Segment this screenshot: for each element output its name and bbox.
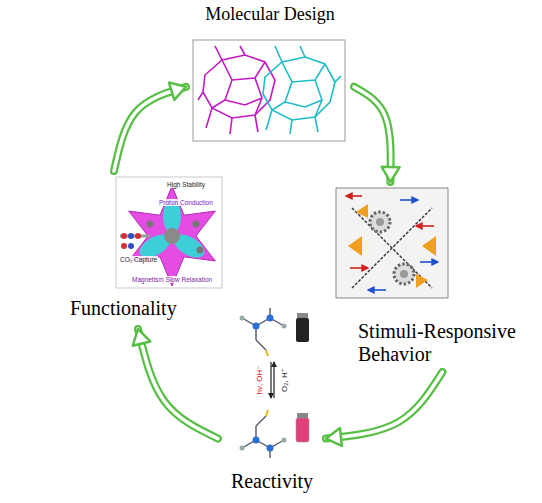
co2-atom: [121, 243, 127, 249]
star-panel: [116, 177, 222, 288]
property-label: CO₂ Capture: [119, 256, 158, 263]
motion-arrow: [368, 289, 386, 291]
disulfide-chain: [266, 350, 268, 356]
arrow-head: [169, 83, 186, 100]
chain-line: [352, 208, 432, 288]
motion-arrow: [420, 261, 438, 263]
co2-atom: [121, 233, 127, 239]
arrow-head: [326, 428, 342, 446]
reaction-arrow: [270, 362, 271, 398]
co2-atom: [128, 233, 134, 239]
property-label: Magnetism Slow Relaxation: [131, 276, 213, 283]
co2-atom: [128, 243, 134, 249]
stage-heading: Functionality: [70, 297, 220, 320]
metal-atom: [267, 445, 274, 452]
cyan-cage-part: [263, 57, 335, 120]
cycle-arrow: [326, 372, 442, 446]
arrow-outline: [138, 329, 218, 439]
cage-panel-part: [193, 40, 345, 141]
metal-atom: [240, 446, 245, 451]
metal-atom: [282, 438, 287, 443]
arrow-body: [138, 329, 218, 439]
stage-heading: Molecular Design: [190, 4, 350, 25]
cage-panel: [193, 40, 345, 141]
reaction-condition: O₂, H⁺: [281, 367, 290, 393]
motion-arrow: [346, 195, 362, 197]
cycle-arrow: [354, 87, 400, 182]
gear: [394, 264, 414, 284]
gear-hub: [400, 270, 408, 278]
magenta-cage-part: [198, 46, 258, 134]
stage-panel: Reactivity: [222, 300, 322, 498]
gear-hub: [376, 218, 384, 226]
pink-vial: [296, 418, 309, 442]
guest-sphere: [197, 247, 204, 254]
cycle-arrow: [133, 329, 218, 439]
motion-arrow: [400, 199, 418, 201]
bond-lines: [242, 416, 284, 458]
vial-cap: [297, 313, 308, 318]
cyan-cage: [263, 46, 341, 134]
orange-triangle: [416, 274, 428, 288]
gear-panel-part: [336, 188, 448, 298]
metal-atom: [240, 316, 245, 321]
stage-panel: Molecular Design: [190, 4, 350, 142]
vial-cap: [297, 413, 308, 418]
stage-heading: Reactivity: [222, 470, 322, 493]
cycle-arrow: [114, 83, 186, 171]
arrow-body: [326, 372, 442, 439]
molecule-panel: [232, 302, 316, 465]
reaction-arrow: [273, 362, 274, 398]
orange-triangle: [348, 236, 362, 256]
cyan-cage-part: [272, 62, 325, 117]
arrow-head: [382, 167, 400, 182]
arrow-outline: [326, 372, 442, 439]
molecule-panel-part: [232, 302, 316, 465]
guest-sphere: [193, 221, 200, 228]
cyan-cage-part: [266, 46, 341, 134]
metal-atom: [267, 315, 274, 322]
gear-panel: [336, 188, 448, 298]
property-label: High Stability: [166, 181, 206, 188]
stage-panel: Functionality: [66, 175, 226, 325]
bond-lines: [242, 308, 284, 350]
metal-atom: [253, 437, 260, 444]
motion-arrow: [416, 225, 434, 227]
disulfide-chain: [266, 410, 268, 416]
stage-panel: Stimuli-Responsive Behavior: [328, 186, 536, 368]
co2-atom: [135, 233, 141, 239]
magenta-cage-part: [212, 60, 265, 115]
metal-sphere: [164, 228, 180, 244]
orange-triangle: [356, 204, 368, 218]
arrow-head: [133, 329, 150, 346]
motion-arrow: [350, 267, 368, 269]
gear: [370, 212, 390, 232]
orange-triangle: [422, 236, 436, 256]
star-panel-part: [116, 177, 222, 288]
property-label: Proton Conduction: [158, 199, 214, 206]
stage-heading: Stimuli-Responsive Behavior: [358, 320, 534, 366]
metal-atom: [282, 324, 287, 329]
guest-sphere: [147, 221, 154, 228]
dark-vial: [296, 318, 309, 342]
reaction-condition: hν, OH⁻: [256, 364, 265, 395]
metal-atom: [253, 323, 260, 330]
